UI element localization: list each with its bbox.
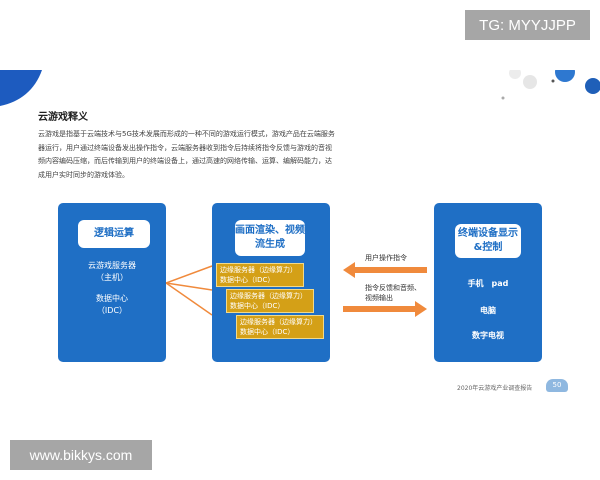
logic-box-label: 逻辑运算 (78, 220, 150, 248)
box1-line: （主机） (96, 273, 128, 282)
page-number: 50 (546, 379, 568, 392)
arrow-left (343, 262, 427, 278)
card-line: 数据中心（IDC） (240, 328, 295, 336)
edge-server-card: 边缘服务器（边缘算力） 数据中心（IDC） (226, 289, 314, 313)
card-line: 边缘服务器（边缘算力） (220, 266, 297, 274)
arrow-right (343, 301, 427, 317)
decor-blue-shape (0, 70, 42, 106)
card-line: 数据中心（IDC） (220, 276, 275, 284)
watermark-top: TG: MYYJJPP (465, 10, 590, 40)
decor-bubbles (501, 70, 600, 100)
edge-server-card: 边缘服务器（边缘算力） 数据中心（IDC） (216, 263, 304, 287)
connector-arrows (166, 265, 213, 316)
card-line: 边缘服务器（边缘算力） (230, 292, 307, 300)
card-line: 数据中心（IDC） (230, 302, 285, 310)
box1-line: 数据中心 (96, 294, 128, 303)
box3-line: 电脑 (480, 306, 496, 315)
box3-line: 数字电视 (472, 331, 504, 340)
arrow-right-label: 指令反馈和音频、视频输出 (365, 284, 421, 302)
render-box-label: 画面渲染、视频流生成 (235, 220, 305, 256)
terminal-box: 终端设备显示&控制 手机 pad 电脑 数字电视 (434, 203, 542, 362)
terminal-box-label: 终端设备显示&控制 (455, 224, 521, 258)
render-box: 画面渲染、视频流生成 边缘服务器（边缘算力） 数据中心（IDC） 边缘服务器（边缘… (212, 203, 330, 362)
watermark-bottom: www.bikkys.com (10, 440, 152, 470)
arrow-left-label: 用户操作指令 (365, 254, 407, 262)
edge-server-card: 边缘服务器（边缘算力） 数据中心（IDC） (236, 315, 324, 339)
box1-line: 云游戏服务器 (88, 261, 136, 270)
section-title: 云游戏释义 (38, 112, 88, 123)
box3-line: 手机 pad (467, 279, 509, 288)
footer-text: 2020年云游戏产业调查报告 (457, 385, 533, 392)
box1-line: （IDC） (96, 306, 128, 315)
card-line: 边缘服务器（边缘算力） (240, 318, 317, 326)
logic-box: 逻辑运算 云游戏服务器 （主机） 数据中心 （IDC） (58, 203, 166, 362)
section-paragraph: 云游戏是指基于云端技术与5G技术发展而形成的一种不同的游戏运行模式，游戏产品在云… (38, 130, 335, 179)
